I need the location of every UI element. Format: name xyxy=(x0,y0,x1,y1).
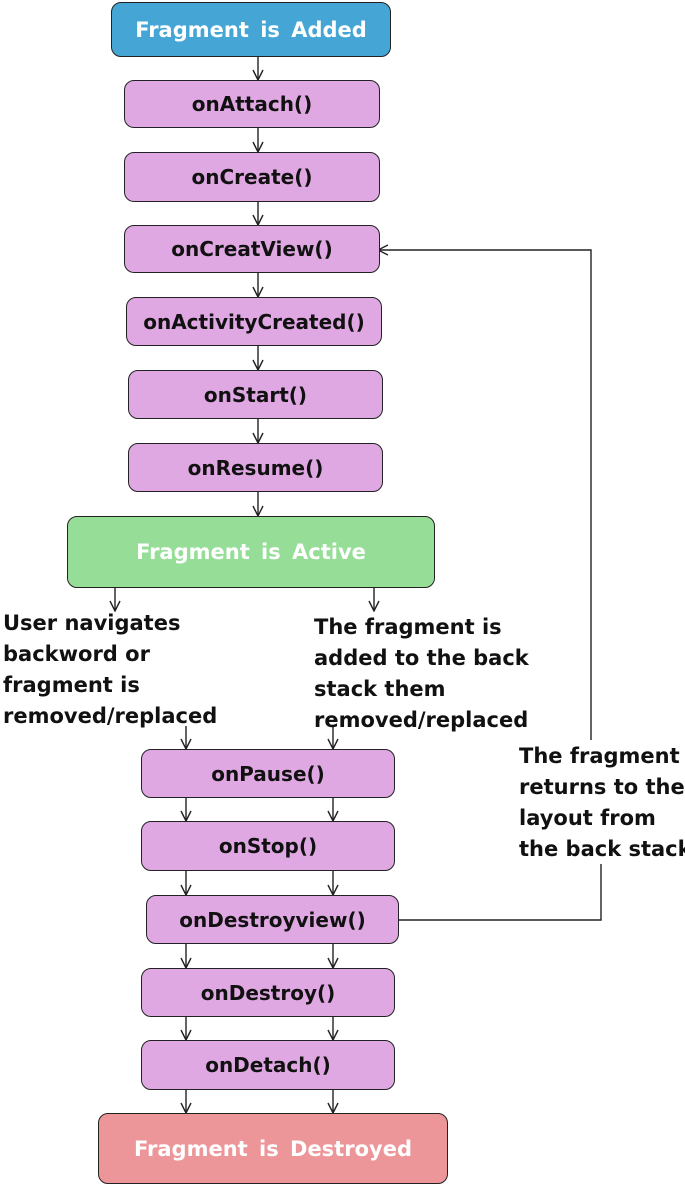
on-activity-created-method: onActivityCreated() xyxy=(126,297,382,346)
on-stop-method: onStop() xyxy=(141,821,395,871)
on-destroy-method: onDestroy() xyxy=(141,968,395,1017)
note-user-navigates: User navigates backword or fragment is r… xyxy=(3,608,217,732)
note-line: fragment is xyxy=(3,673,140,697)
note-returns-from-back-stack: The fragment returns to the layout from … xyxy=(519,741,685,865)
on-pause-method: onPause() xyxy=(141,749,395,798)
on-destroy-view-method: onDestroyview() xyxy=(146,895,399,944)
note-line: User navigates xyxy=(3,611,181,635)
fragment-added-state: Fragment is Added xyxy=(111,2,391,57)
on-start-method: onStart() xyxy=(128,370,383,419)
fragment-destroyed-state: Fragment is Destroyed xyxy=(98,1113,448,1184)
on-create-view-method: onCreatView() xyxy=(124,225,380,273)
note-line: returns to the xyxy=(519,775,685,799)
on-resume-method: onResume() xyxy=(128,443,383,492)
arrow-backstack-return xyxy=(378,250,592,740)
arrow-backstack-loop xyxy=(399,864,602,921)
note-back-stack-added: The fragment is added to the back stack … xyxy=(314,612,529,736)
on-detach-method: onDetach() xyxy=(141,1040,395,1090)
note-line: added to the back xyxy=(314,646,529,670)
note-line: The fragment is xyxy=(314,615,502,639)
note-line: The fragment xyxy=(519,744,680,768)
on-attach-method: onAttach() xyxy=(124,80,380,128)
fragment-active-state: Fragment is Active xyxy=(67,516,435,588)
note-line: backword or xyxy=(3,642,150,666)
note-line: stack them xyxy=(314,677,446,701)
note-line: the back stack xyxy=(519,837,685,861)
note-line: removed/replaced xyxy=(3,704,218,728)
on-create-method: onCreate() xyxy=(124,152,380,202)
note-line: removed/replaced xyxy=(314,708,529,732)
note-line: layout from xyxy=(519,806,656,830)
